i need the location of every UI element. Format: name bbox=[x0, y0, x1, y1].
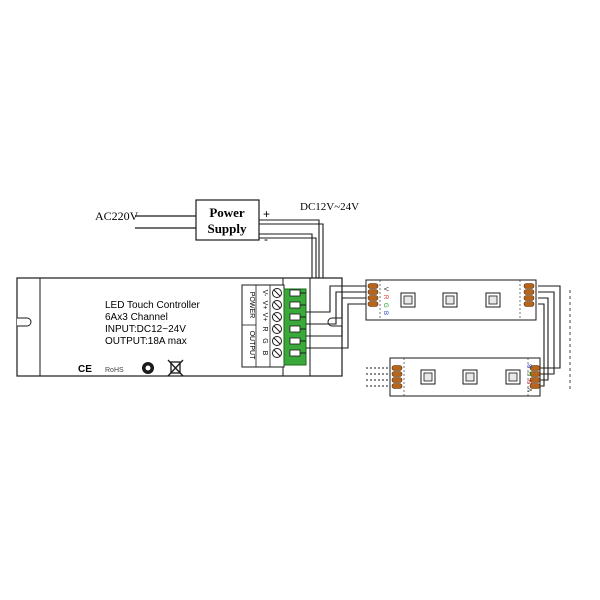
smd-led bbox=[442, 292, 458, 308]
connector-slot bbox=[289, 325, 306, 333]
strip-top-pin-r: R bbox=[382, 295, 388, 300]
terminal-label: B bbox=[261, 351, 268, 356]
smd-led bbox=[420, 369, 436, 385]
terminal-screw-icon bbox=[272, 312, 282, 322]
power-supply-plus: + bbox=[263, 207, 270, 221]
strip-solder-pad bbox=[523, 301, 535, 307]
strip-solder-pad bbox=[367, 301, 379, 307]
strip-top-pin-b: B bbox=[382, 311, 388, 315]
strip-bottom-pads bbox=[391, 365, 541, 389]
terminal-screw-icon bbox=[272, 324, 282, 334]
terminal-label: V+ bbox=[261, 313, 268, 322]
strip-solder-pad bbox=[391, 377, 403, 383]
terminal-screw-icon bbox=[272, 336, 282, 346]
strip-solder-pad bbox=[391, 365, 403, 371]
dc-output-label: DC12V~24V bbox=[300, 201, 359, 213]
strip-solder-pad bbox=[367, 289, 379, 295]
weee-bin-icon bbox=[167, 359, 184, 377]
controller-title: LED Touch Controller bbox=[105, 300, 201, 311]
strip-bottom-pin-g: G bbox=[528, 371, 534, 376]
continuation-wires bbox=[366, 367, 390, 387]
recycle-icon bbox=[142, 362, 154, 374]
controller-input-spec: INPUT:DC12~24V bbox=[105, 324, 186, 335]
strip-solder-pad bbox=[529, 377, 541, 383]
strip-top-pin-labels: V R G B bbox=[382, 287, 388, 315]
strip-solder-pad bbox=[523, 295, 535, 301]
ac-input-label: AC220V bbox=[95, 209, 139, 223]
power-supply-minus: - bbox=[264, 232, 268, 246]
connector-slot bbox=[289, 313, 306, 321]
ce-mark: CE bbox=[78, 364, 92, 375]
connector-slot bbox=[289, 337, 306, 345]
terminal-output-header: OUTPUT bbox=[248, 331, 255, 361]
strip-solder-pad bbox=[391, 383, 403, 389]
controller-channels: 6Ax3 Channel bbox=[105, 312, 168, 323]
terminal-label: G bbox=[261, 338, 268, 343]
rgb-output-wires bbox=[306, 285, 368, 349]
strip-bottom-pin-labels: V R G B bbox=[528, 364, 534, 392]
strip-bottom-pin-b: B bbox=[528, 364, 534, 368]
connector-slot bbox=[289, 301, 306, 309]
strip-solder-pad bbox=[367, 283, 379, 289]
strip-top-pin-g: G bbox=[382, 303, 388, 308]
strip-bottom-leds bbox=[420, 369, 521, 385]
strip-solder-pad bbox=[391, 371, 403, 377]
terminal-screw-icon bbox=[272, 300, 282, 310]
terminal-labels: V- V+ V+ R G B bbox=[261, 290, 268, 356]
terminal-screw-icon bbox=[272, 288, 282, 298]
connector-slot bbox=[289, 289, 306, 297]
strip-bottom-pin-v: V bbox=[528, 388, 534, 392]
strip-solder-pad bbox=[523, 289, 535, 295]
smd-led bbox=[400, 292, 416, 308]
strip-solder-pad bbox=[529, 365, 541, 371]
terminal-label: R bbox=[261, 326, 268, 331]
terminal-label: V+ bbox=[261, 301, 268, 310]
strip-solder-pad bbox=[367, 295, 379, 301]
strip-solder-pad bbox=[529, 371, 541, 377]
smd-led bbox=[485, 292, 501, 308]
strip-solder-pad bbox=[529, 383, 541, 389]
connector-slots bbox=[289, 289, 306, 357]
terminal-screws bbox=[272, 288, 282, 358]
controller-output-spec: OUTPUT:18A max bbox=[105, 336, 187, 347]
power-supply-line2: Supply bbox=[207, 221, 247, 236]
terminal-power-header: POWER bbox=[248, 292, 255, 318]
smd-led bbox=[462, 369, 478, 385]
rohs-mark: RoHS bbox=[105, 367, 124, 374]
strip-top-leds bbox=[400, 292, 501, 308]
power-supply-box: Power Supply bbox=[195, 199, 260, 241]
strip-solder-pad bbox=[523, 283, 535, 289]
strip-link-wires bbox=[538, 285, 571, 390]
connector-slot bbox=[289, 349, 306, 357]
ac-input-wires bbox=[135, 215, 196, 229]
smd-led bbox=[505, 369, 521, 385]
terminal-screw-icon bbox=[272, 348, 282, 358]
strip-top-pin-v: V bbox=[382, 287, 388, 291]
terminal-label: V- bbox=[261, 290, 268, 297]
strip-top-pads bbox=[367, 283, 535, 307]
strip-bottom-pin-r: R bbox=[528, 379, 534, 384]
power-supply-line1: Power bbox=[209, 205, 245, 220]
